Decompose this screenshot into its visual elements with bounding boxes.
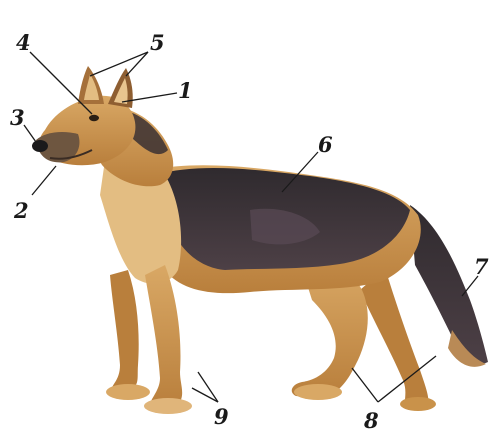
label-3: 3 — [10, 105, 25, 130]
label-6: 6 — [318, 132, 333, 157]
near-front-leg-shape — [145, 265, 182, 408]
leader-line-7 — [462, 276, 478, 296]
label-1: 1 — [178, 78, 193, 103]
label-9: 9 — [214, 404, 229, 429]
label-2: 2 — [13, 198, 29, 223]
leader-line-5b — [126, 52, 148, 76]
eye-shape — [89, 115, 99, 121]
label-7: 7 — [474, 254, 489, 279]
label-8: 8 — [363, 408, 379, 432]
label-5: 5 — [150, 30, 165, 55]
nose-shape — [32, 140, 48, 152]
dog-illustration — [32, 66, 488, 414]
tail-shape — [410, 205, 488, 364]
leader-line-9b — [198, 372, 218, 402]
leader-line-5a — [90, 52, 148, 76]
far-hind-leg-shape — [360, 268, 428, 408]
leader-line-2 — [32, 166, 56, 195]
far-front-leg-shape — [110, 270, 139, 392]
leader-line-3 — [24, 125, 36, 142]
leader-line-8a — [352, 368, 378, 402]
label-4: 4 — [16, 30, 31, 55]
